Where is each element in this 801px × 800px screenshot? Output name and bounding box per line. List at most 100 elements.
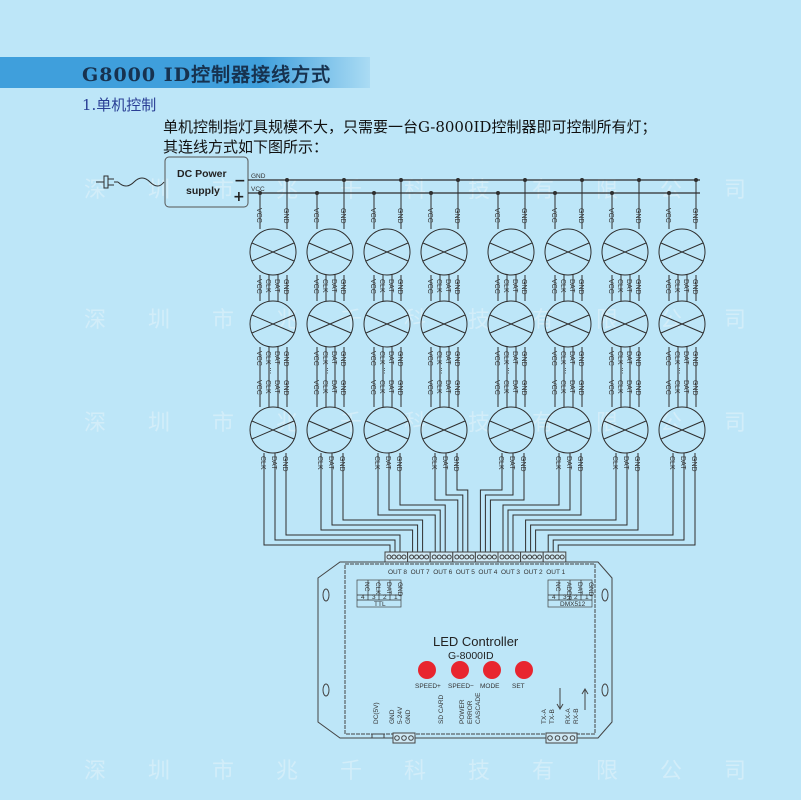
terminal-screw xyxy=(469,554,475,560)
watermark-char: 科 xyxy=(404,178,426,203)
power-supply-label: supply xyxy=(186,185,220,197)
junction-dot xyxy=(315,191,319,195)
controller-model: G-8000ID xyxy=(448,650,494,662)
junction-dot xyxy=(456,178,460,182)
button-speed[interactable] xyxy=(451,661,469,679)
terminal-screw xyxy=(486,554,492,560)
output-wire xyxy=(399,453,446,552)
watermark-char: 圳 xyxy=(148,178,170,203)
led-lamp xyxy=(658,228,706,276)
pin-label: DAT xyxy=(682,351,689,365)
pin-label: CLK xyxy=(316,456,323,470)
plug-icon xyxy=(96,175,118,189)
pin-label: DAT xyxy=(387,380,394,394)
watermark-char: 深 xyxy=(84,759,106,784)
watermark-char: 技 xyxy=(468,308,490,333)
description-line-2: 其连线方式如下图所示： xyxy=(163,138,329,156)
ellipsis: ⋮ xyxy=(381,368,388,375)
watermark-char: 兆 xyxy=(276,308,298,333)
lamp-cross-icon xyxy=(603,242,647,262)
watermark-char: 限 xyxy=(596,308,618,333)
lamp-cross-icon xyxy=(365,242,409,262)
pin-label: GND xyxy=(282,279,289,295)
pin-label: DAT xyxy=(330,279,337,293)
watermark-char: 司 xyxy=(724,308,746,333)
output-port-label: OUT 4 xyxy=(478,569,497,576)
junction-dot xyxy=(372,191,376,195)
junction-dot xyxy=(285,178,289,182)
pin-label: DAT xyxy=(444,351,451,365)
table-pin-label: CLK xyxy=(374,582,381,595)
button-set[interactable] xyxy=(515,661,533,679)
page-title: G8000 ID控制器接线方式 xyxy=(82,64,332,86)
lamp-cross-icon xyxy=(546,420,590,440)
watermark-char: 市 xyxy=(212,759,234,784)
pin-label: GND xyxy=(633,456,640,472)
pin-label: GND xyxy=(691,351,698,367)
watermark-char: 千 xyxy=(340,178,362,203)
lamp-cross-icon xyxy=(251,314,295,334)
lamp-cross-icon xyxy=(422,242,466,262)
ellipsis: ⋮ xyxy=(619,368,626,375)
junction-dot xyxy=(342,178,346,182)
pin-label: DAT xyxy=(273,351,280,365)
pin-label: VCC xyxy=(255,380,262,395)
pin-label: DAT xyxy=(568,380,575,394)
terminal-screw xyxy=(386,554,392,560)
junction-dot xyxy=(496,191,500,195)
pin-label: GND xyxy=(338,456,345,472)
lamp-cross-icon xyxy=(308,420,352,440)
port-label: GND xyxy=(389,709,396,724)
pin-label: DAT xyxy=(387,351,394,365)
pin-label: CLK xyxy=(502,351,509,365)
port-label: TX-A xyxy=(541,709,548,724)
button-mode[interactable] xyxy=(483,661,501,679)
pin-label: VCC xyxy=(255,279,262,294)
lamp-cross-icon xyxy=(251,242,295,262)
pin-label: CLK xyxy=(430,456,437,470)
lamp-cross-icon xyxy=(660,420,704,440)
pin-label: VCC xyxy=(369,351,376,366)
watermark-char: 有 xyxy=(532,759,554,784)
terminal-screw xyxy=(441,554,447,560)
lamp-cross-icon xyxy=(422,420,466,440)
led-lamp xyxy=(420,300,468,348)
terminal-screw xyxy=(436,554,442,560)
pin-label: DAT xyxy=(330,380,337,394)
terminal-screw xyxy=(569,735,576,741)
watermark-char: 市 xyxy=(212,411,234,436)
table-pin-number: 1 xyxy=(394,594,398,601)
output-port-label: OUT 1 xyxy=(546,569,565,576)
table-pin-label: DAT xyxy=(576,582,583,595)
pin-label: VCC xyxy=(493,380,500,395)
lamp-cross-icon xyxy=(660,314,704,334)
pin-label: CLK xyxy=(611,456,618,470)
terminal-screw xyxy=(537,554,543,560)
pin-label: DAT xyxy=(511,279,518,293)
pin-label: VCC xyxy=(607,279,614,294)
pin-label: GND xyxy=(691,380,698,396)
table-pin-label: NC xyxy=(363,582,370,592)
led-lamp xyxy=(601,228,649,276)
led-lamp xyxy=(487,406,535,454)
output-wire xyxy=(479,453,503,552)
table-pin-number: 2 xyxy=(383,594,387,601)
lamp-cross-icon xyxy=(546,242,590,262)
watermark-char: 公 xyxy=(660,411,682,436)
junction-dot xyxy=(610,191,614,195)
lamp-cross-icon xyxy=(365,420,409,440)
pin-label: CLK xyxy=(554,456,561,470)
pin-label-gnd: GND xyxy=(634,208,641,224)
pin-label: DAT xyxy=(273,380,280,394)
button-speed[interactable] xyxy=(418,661,436,679)
pin-label: VCC xyxy=(664,279,671,294)
output-wire xyxy=(547,453,674,552)
terminal-screw xyxy=(459,554,465,560)
ellipsis: ⋮ xyxy=(438,368,445,375)
pin-label-vcc: VCC xyxy=(255,208,262,223)
watermark-char: 千 xyxy=(340,308,362,333)
lamp-cross-icon xyxy=(489,314,533,334)
pin-label: DAT xyxy=(511,351,518,365)
table-pin-number: 1 xyxy=(585,594,589,601)
power-cable xyxy=(117,177,165,187)
